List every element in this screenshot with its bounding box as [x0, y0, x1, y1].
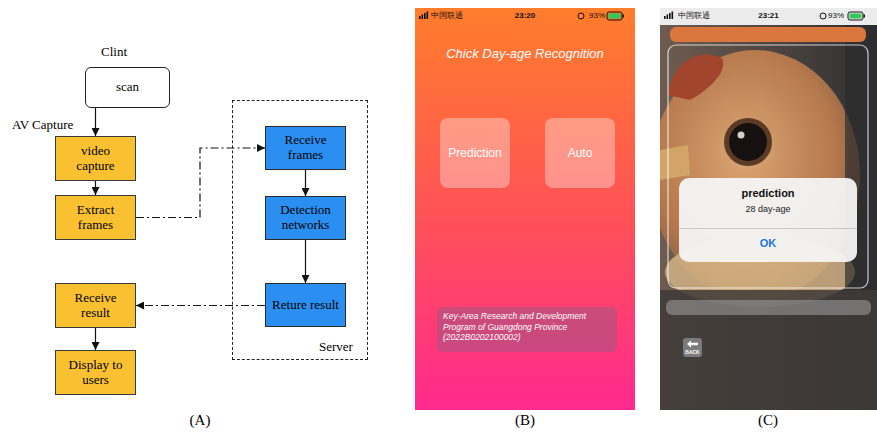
node-text: Auto — [568, 146, 593, 160]
battery-icon — [607, 12, 622, 20]
dialog-button: OK — [679, 237, 857, 249]
flow-arrow — [95, 181, 96, 195]
app-title: Chick Day-age Recognition — [415, 46, 635, 61]
top-bar — [670, 27, 866, 42]
signal-bar — [669, 13, 671, 19]
process-box: Receive result — [55, 283, 136, 328]
process-box: Reture result — [265, 283, 346, 327]
client-label: Clint — [101, 44, 127, 60]
panel-label: (B) — [503, 412, 547, 429]
node-text: Detection networks — [271, 203, 340, 233]
node-text: Receive result — [61, 291, 130, 321]
battery-icon — [848, 12, 863, 20]
battery-tip — [623, 15, 625, 18]
flow-arrow — [95, 328, 96, 350]
phone-screen: 中国联通23:2193% prediction 28 day-ageOK BACK — [660, 8, 877, 410]
chick-comb — [668, 55, 723, 100]
start-box: scan — [85, 67, 170, 108]
dialog-title: prediction — [679, 187, 857, 199]
server-group: Server Receive framesDetection networksRe… — [232, 100, 368, 360]
signal-bar — [672, 12, 674, 20]
group-title: Server — [319, 339, 353, 354]
photo-lower — [660, 290, 877, 410]
node-text: Display to users — [61, 358, 130, 388]
chick-beak — [660, 145, 690, 180]
process-box: Display to users — [55, 350, 136, 395]
back-icon — [683, 338, 702, 357]
panel-label: (A) — [178, 412, 222, 429]
status-bar — [660, 8, 877, 25]
process-box: Receive frames — [265, 126, 346, 170]
phone-screen: 中国联通23:2093%Chick Day-age RecognitionPre… — [415, 8, 635, 410]
phone-screen — [415, 8, 635, 410]
lock-icon — [578, 13, 584, 19]
node-text: Receive frames — [271, 133, 340, 163]
battery-tip — [864, 15, 866, 18]
node-text: Extract frames — [61, 203, 130, 233]
eye-ring — [724, 118, 772, 166]
status-carrier: 中国联通 — [678, 11, 710, 21]
node-text: Reture result — [272, 298, 339, 313]
status-carrier: 中国联通 — [431, 11, 463, 21]
process-box: video capture — [55, 136, 136, 181]
signal-bar — [667, 15, 669, 20]
flow-arrow — [136, 148, 265, 218]
signal-bar — [424, 13, 426, 19]
back-button: BACK — [683, 338, 702, 357]
footer-note: Key-Area Research and Development Progra… — [437, 307, 617, 352]
status-battery: 93% — [824, 11, 844, 21]
chick-eye — [729, 123, 767, 161]
button-text: BACK — [683, 349, 702, 355]
signal-bar — [419, 16, 421, 19]
flow-arrow — [305, 170, 306, 196]
process-box: Extract frames — [55, 195, 136, 240]
node-text: Prediction — [448, 146, 501, 160]
signal-bar — [427, 12, 429, 20]
panel-label: (C) — [746, 412, 790, 429]
alert-dialog: prediction 28 day-ageOK — [679, 178, 857, 262]
module-label: AV Capture — [12, 117, 73, 133]
app-button: Auto — [545, 118, 615, 188]
signal-bar — [422, 15, 424, 20]
dialog-divider — [679, 228, 857, 229]
dialog-message: 28 day-age — [679, 204, 857, 214]
lock-icon — [820, 13, 826, 19]
node-text: scan — [116, 80, 139, 95]
flow-arrow — [136, 305, 265, 306]
battery-level — [850, 14, 862, 19]
signal-bar — [664, 16, 666, 19]
photo-screen — [660, 8, 877, 410]
flow-arrow — [95, 108, 96, 136]
battery-level — [609, 14, 621, 19]
back-arrow — [687, 341, 698, 348]
camera-frame — [668, 45, 868, 288]
status-time: 23:21 — [660, 11, 877, 21]
app-button: Prediction — [440, 118, 510, 188]
node-text: Key-Area Research and Development Progra… — [443, 311, 586, 342]
eye-highlight — [738, 132, 745, 139]
process-box: Detection networks — [265, 196, 346, 240]
status-battery: 93% — [583, 11, 605, 21]
node-text: video capture — [61, 144, 130, 174]
slider-bar — [666, 300, 871, 315]
flow-arrow — [305, 240, 306, 283]
